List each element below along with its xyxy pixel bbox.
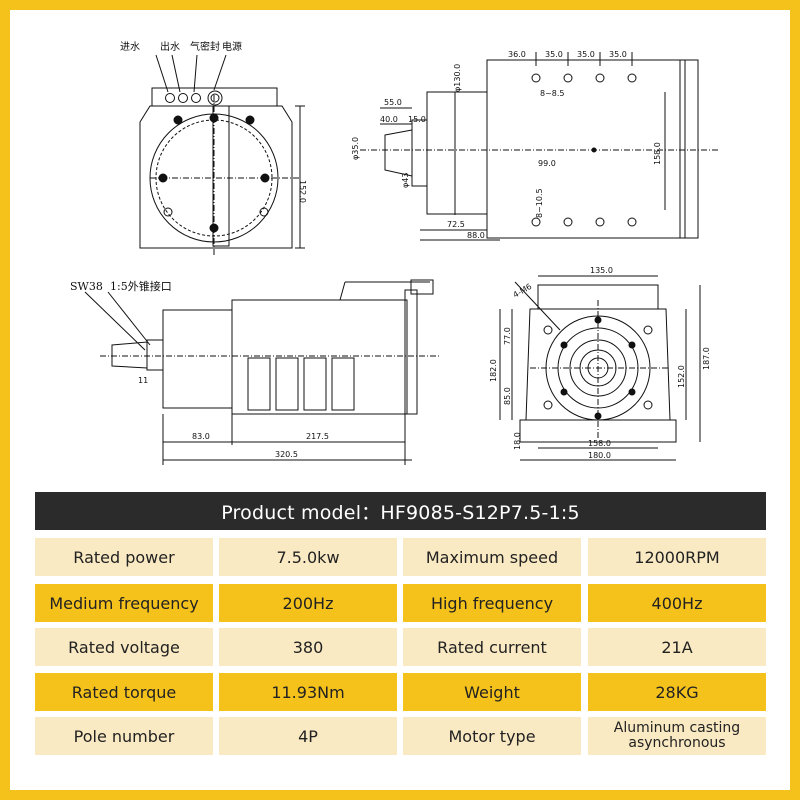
dim-label: 320.5 <box>275 450 298 459</box>
dim-label: 8~10.5 <box>535 188 544 218</box>
spec-label: High frequency <box>403 584 581 622</box>
spec-label: Maximum speed <box>403 538 581 576</box>
dim-label: 83.0 <box>192 432 210 441</box>
dim-label: 11 <box>138 376 148 385</box>
dim-label: φ43 <box>401 173 410 188</box>
spec-label: Weight <box>403 673 581 711</box>
dimension-labels: 152.0 36.0 35.0 35.0 35.0 φ130.0 8~8.5 5… <box>138 50 711 460</box>
dim-label: 35.0 <box>609 50 627 59</box>
dim-label: 217.5 <box>306 432 329 441</box>
side-view-drawing <box>360 52 720 241</box>
spec-value: 380 <box>219 628 397 666</box>
spec-row: Pole number 4P Motor type Aluminum casti… <box>35 717 766 755</box>
spec-row: Rated voltage 380 Rated current 21A <box>35 628 766 666</box>
spec-value: 200Hz <box>219 584 397 622</box>
product-model-header: Product model：HF9085-S12P7.5-1:5 <box>35 492 766 530</box>
spec-label: Rated power <box>35 538 213 576</box>
dim-label: 187.0 <box>702 347 711 370</box>
dim-label: 35.0 <box>577 50 595 59</box>
spec-value: 4P <box>219 717 397 755</box>
dim-label: 88.0 <box>467 231 485 240</box>
dim-label: φ130.0 <box>453 64 462 92</box>
dim-label: 40.0 <box>380 115 398 124</box>
spec-label: Motor type <box>403 717 581 755</box>
dim-label: 72.5 <box>447 220 465 229</box>
spec-label: Rated voltage <box>35 628 213 666</box>
dim-label: 180.0 <box>588 451 611 460</box>
spec-value: 12000RPM <box>588 538 766 576</box>
label-air-seal: 气密封 <box>190 40 220 53</box>
dim-label: 152.0 <box>677 365 686 388</box>
front-view-drawing <box>139 54 305 255</box>
dim-label: 77.0 <box>503 327 512 345</box>
label-water-out: 出水 <box>160 40 180 53</box>
chinese-labels: 进水 出水 气密封 电源 SW38 1:5外锥接口 <box>70 40 242 293</box>
dim-label: 158.0 <box>588 439 611 448</box>
spec-value: Aluminum casting asynchronous <box>588 717 766 755</box>
length-view-drawing <box>84 279 440 465</box>
dim-label: 55.0 <box>384 98 402 107</box>
spec-label: Rated torque <box>35 673 213 711</box>
dim-label: 158.0 <box>653 142 662 165</box>
spec-label: Pole number <box>35 717 213 755</box>
label-water-in: 进水 <box>120 41 140 53</box>
spec-value: 11.93Nm <box>219 673 397 711</box>
dim-label: 36.0 <box>508 50 526 59</box>
dim-label: 135.0 <box>590 266 613 275</box>
spec-value: 7.5.0kw <box>219 538 397 576</box>
dim-label: 8~8.5 <box>540 89 565 98</box>
label-sw: SW38 <box>70 280 103 293</box>
end-view-drawing <box>499 275 701 461</box>
spec-label: Rated current <box>403 628 581 666</box>
spec-value: 21A <box>588 628 766 666</box>
label-taper: 1:5外锥接口 <box>110 280 172 293</box>
product-model-title: Product model：HF9085-S12P7.5-1:5 <box>221 501 580 524</box>
spec-label: Medium frequency <box>35 584 213 622</box>
dim-label: 4-M6 <box>512 282 534 300</box>
spec-row: Rated power 7.5.0kw Maximum speed 12000R… <box>35 538 766 576</box>
dim-label: 15.0 <box>408 115 426 124</box>
dim-label: 35.0 <box>545 50 563 59</box>
technical-drawings: 进水 出水 气密封 电源 SW38 1:5外锥接口 152.0 36.0 35.… <box>70 40 720 465</box>
dim-label: 18.0 <box>513 432 522 450</box>
drawing-canvas: 进水 出水 气密封 电源 SW38 1:5外锥接口 152.0 36.0 35.… <box>70 40 720 465</box>
dim-label: 99.0 <box>538 159 556 168</box>
dim-label: φ35.0 <box>351 137 360 160</box>
spec-row: Rated torque 11.93Nm Weight 28KG <box>35 673 766 711</box>
spec-value: 400Hz <box>588 584 766 622</box>
dim-label: 85.0 <box>503 387 512 405</box>
spec-value: 28KG <box>588 673 766 711</box>
spec-row: Medium frequency 200Hz High frequency 40… <box>35 584 766 622</box>
dim-label: 182.0 <box>489 359 498 382</box>
dim-label: 152.0 <box>298 180 307 203</box>
label-power: 电源 <box>222 40 242 53</box>
